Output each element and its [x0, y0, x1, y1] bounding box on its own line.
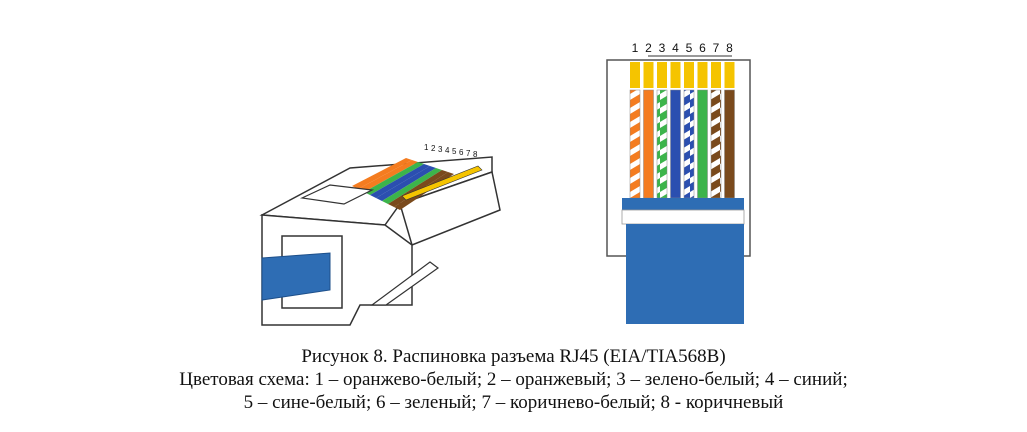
caption-title: Рисунок 8. Распиновка разъема RJ45 (EIA/… [301, 346, 726, 367]
svg-text:6: 6 [459, 148, 464, 157]
pin-contacts [630, 62, 735, 88]
svg-text:1: 1 [424, 143, 429, 152]
pin-contact-2 [643, 62, 654, 88]
pinout-crimp-white [621, 209, 745, 225]
pin-wires [629, 89, 735, 199]
pin-wire-2-orange [643, 89, 654, 199]
figure-caption: Рисунок 8. Распиновка разъема RJ45 (EIA/… [0, 345, 1027, 414]
pin-wire-1-orange-white [629, 89, 641, 199]
plug-cable [261, 252, 331, 301]
pin-wire-4-blue [670, 89, 681, 199]
pin-wire-5-blue-white [683, 89, 695, 199]
pin-contact-3 [657, 62, 667, 88]
pinout-cable-jacket [626, 224, 744, 324]
pin-contact-1 [630, 62, 640, 88]
pin-number-2: 2 [645, 41, 652, 55]
svg-text:3: 3 [438, 145, 443, 154]
pinout-crimp-bar [622, 198, 744, 210]
rj45-plug-perspective: 1 2 3 4 5 6 7 8 [259, 143, 501, 326]
plug-pin-labels: 1 2 3 4 5 6 7 8 [424, 143, 478, 159]
svg-text:4: 4 [445, 146, 450, 155]
svg-text:8: 8 [473, 150, 478, 159]
svg-text:5: 5 [452, 147, 457, 156]
pin-contact-7 [711, 62, 721, 88]
plug-end-face [399, 171, 501, 247]
plug-contacts [401, 165, 483, 201]
caption-color-scheme-line1: Цветовая схема: 1 – оранжево-белый; 2 – … [179, 369, 848, 390]
pin-number-7: 7 [713, 41, 720, 55]
svg-text:7: 7 [466, 149, 471, 158]
pin-wire-8-brown [724, 89, 735, 199]
caption-color-scheme-line2: 5 – сине-белый; 6 – зеленый; 7 – коричне… [243, 392, 784, 413]
pin-number-5: 5 [686, 41, 693, 55]
svg-text:2: 2 [431, 144, 436, 153]
pin-contact-5 [684, 62, 694, 88]
pin-number-6: 6 [699, 41, 706, 55]
pin-number-3: 3 [659, 41, 666, 55]
pin-wire-6-green [697, 89, 708, 199]
pin-number-8: 8 [726, 41, 733, 55]
pin-number-4: 4 [672, 41, 679, 55]
plug-latch [370, 261, 440, 306]
pin-wire-7-brown-white [710, 89, 722, 199]
plug-top-notch [299, 184, 375, 205]
pin-number-1: 1 [632, 41, 639, 55]
pin-contact-4 [670, 62, 681, 88]
pin-contact-6 [697, 62, 708, 88]
pin-wire-3-green-white [656, 89, 668, 199]
pin-contact-8 [724, 62, 735, 88]
